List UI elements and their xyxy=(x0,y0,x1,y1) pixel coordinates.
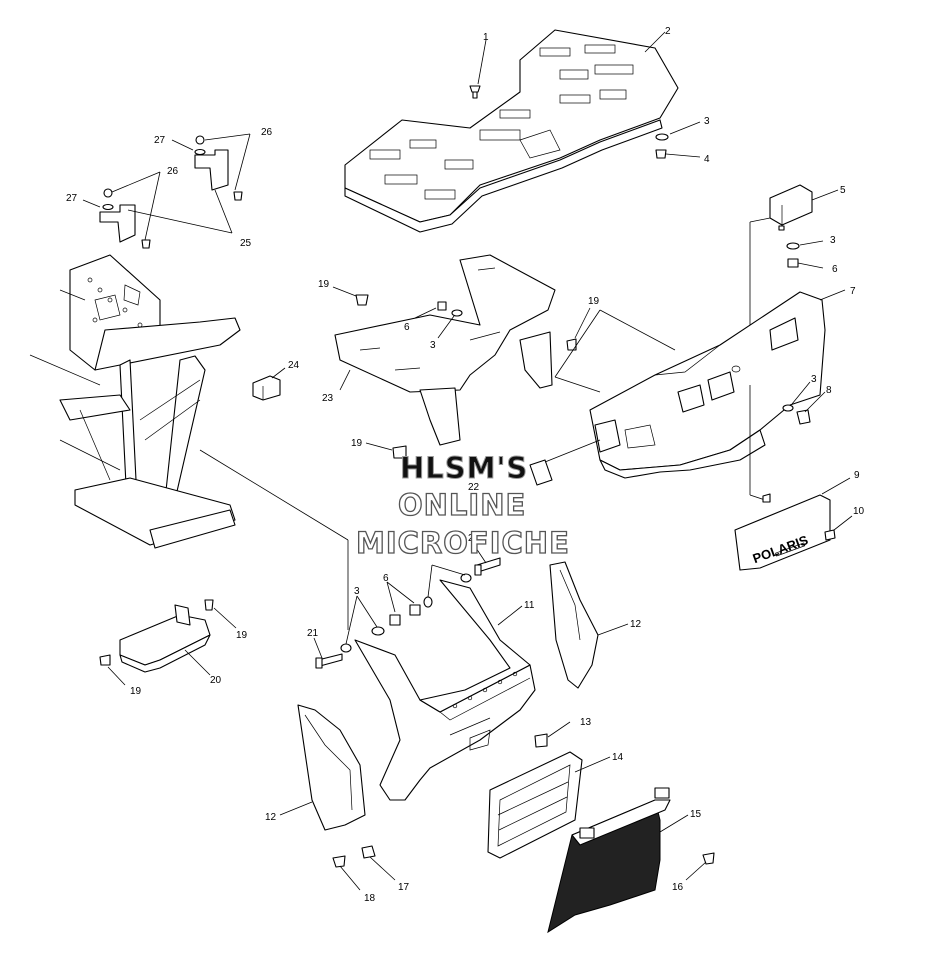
callout-2: 2 xyxy=(665,26,671,37)
callout-19: 19 xyxy=(236,630,248,641)
callout-18: 18 xyxy=(364,893,376,904)
callout-14: 14 xyxy=(612,752,624,763)
watermark-line-2: ONLINE xyxy=(398,488,526,522)
bumper-lower xyxy=(354,579,536,801)
bolt-1 xyxy=(469,85,481,99)
callout-27: 27 xyxy=(154,135,166,146)
bracket-20 xyxy=(119,604,211,673)
callout-7: 7 xyxy=(850,286,856,297)
callout-17: 17 xyxy=(398,882,410,893)
callout-3: 3 xyxy=(354,586,360,597)
block-24 xyxy=(252,375,281,401)
callout-1: 1 xyxy=(483,32,489,43)
watermark: HLSM'S ONLINE MICROFICHE xyxy=(355,451,570,561)
side-panel-left xyxy=(297,704,366,831)
callout-26: 26 xyxy=(167,166,179,177)
grill-frame-14 xyxy=(487,751,583,859)
callout-labels: 1 2 3 4 5 3 6 7 3 8 9 10 11 12 12 13 14 … xyxy=(66,26,865,904)
side-panel-right xyxy=(549,561,599,689)
callout-15: 15 xyxy=(690,809,702,820)
callout-3: 3 xyxy=(811,374,817,385)
callout-12: 12 xyxy=(630,619,642,630)
callout-4: 4 xyxy=(704,154,710,165)
callout-20: 20 xyxy=(210,675,222,686)
frame xyxy=(29,254,241,549)
bracket-lower xyxy=(99,188,151,249)
callout-19: 19 xyxy=(588,296,600,307)
callout-21: 21 xyxy=(468,533,480,544)
callout-24: 24 xyxy=(288,360,300,371)
callout-13: 13 xyxy=(580,717,592,728)
front-bumper xyxy=(589,291,826,479)
watermark-line-3: MICROFICHE xyxy=(356,526,570,560)
callout-3: 3 xyxy=(430,340,436,351)
tail-light xyxy=(769,184,813,231)
polaris-plate: POLARIS xyxy=(734,494,831,571)
watermark-line-1: HLSM'S xyxy=(400,451,528,485)
callout-11: 11 xyxy=(524,600,535,611)
callout-5: 5 xyxy=(840,185,846,196)
callout-26: 26 xyxy=(261,127,273,138)
callout-23: 23 xyxy=(322,393,334,404)
callout-8: 8 xyxy=(826,385,832,396)
callout-3: 3 xyxy=(830,235,836,246)
mud-flap-15 xyxy=(547,787,671,934)
rear-rack xyxy=(344,29,679,233)
callout-16: 16 xyxy=(672,882,684,893)
callout-27: 27 xyxy=(66,193,78,204)
callout-22: 22 xyxy=(468,482,480,493)
front-rack-mount xyxy=(334,254,556,446)
callout-3: 3 xyxy=(704,116,710,127)
callout-6: 6 xyxy=(404,322,410,333)
callout-19: 19 xyxy=(130,686,142,697)
callout-19: 19 xyxy=(351,438,363,449)
callout-6: 6 xyxy=(832,264,838,275)
bracket-upper xyxy=(194,135,243,201)
callout-19: 19 xyxy=(318,279,330,290)
callout-25: 25 xyxy=(240,238,252,249)
callout-12: 12 xyxy=(265,812,277,823)
callout-9: 9 xyxy=(854,470,860,481)
callout-10: 10 xyxy=(853,506,865,517)
callout-6: 6 xyxy=(383,573,389,584)
callout-21: 21 xyxy=(307,628,319,639)
